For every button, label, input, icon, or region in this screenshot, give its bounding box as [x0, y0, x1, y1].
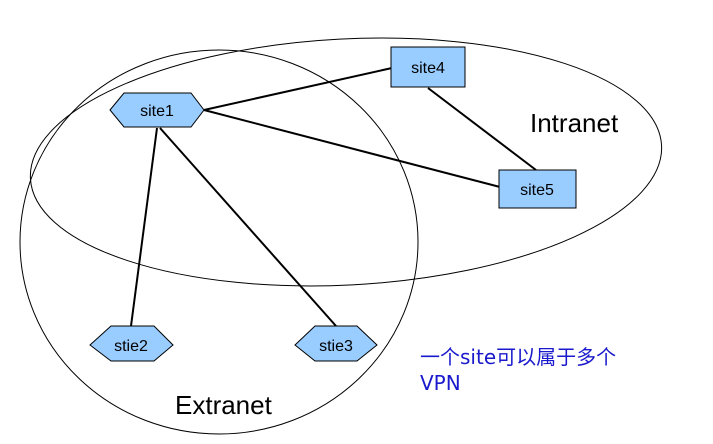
extranet-region: [19, 49, 419, 435]
node-stie3[interactable]: stie3: [294, 325, 378, 362]
node-site1-shape: [109, 92, 205, 128]
connection-lines: [130, 67, 537, 327]
annotation-line-2: VPN: [420, 371, 461, 395]
link-site1-site5: [203, 109, 501, 188]
node-stie2-label: stie2: [114, 338, 148, 355]
node-site5-shape: [498, 169, 577, 209]
node-site4-shape: [390, 46, 466, 88]
link-site4-site5: [427, 87, 537, 171]
link-site1-site4: [203, 67, 393, 111]
node-site4[interactable]: site4: [390, 46, 466, 88]
annotation-line-1: 一个site可以属于多个: [420, 345, 617, 369]
node-site1-label: site1: [140, 103, 174, 120]
node-stie2-shape: [89, 325, 174, 362]
node-site5-label: site5: [520, 182, 554, 199]
node-site1[interactable]: site1: [109, 92, 205, 128]
node-stie2[interactable]: stie2: [89, 325, 174, 362]
node-stie3-label: stie3: [319, 338, 353, 355]
intranet-region: [29, 37, 663, 287]
extranet-label: Extranet: [175, 390, 273, 420]
node-site5[interactable]: site5: [498, 169, 577, 209]
node-stie3-shape: [294, 325, 378, 362]
link-site1-stie3: [159, 127, 337, 327]
node-site4-label: site4: [411, 60, 445, 77]
link-site1-stie2: [130, 127, 158, 327]
intranet-label: Intranet: [530, 108, 619, 138]
annotation-note: 一个site可以属于多个 VPN: [420, 344, 680, 396]
